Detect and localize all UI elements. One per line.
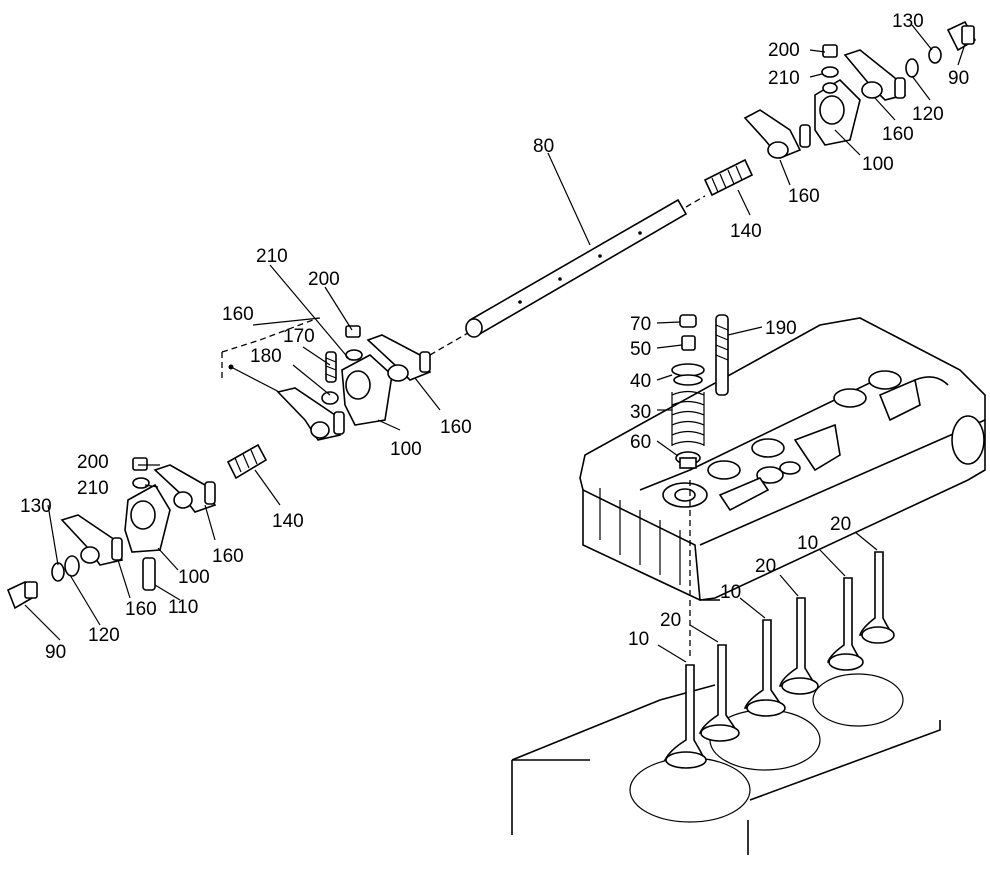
label-10: 10 — [628, 629, 649, 650]
rocker-spring-right — [703, 158, 754, 197]
label-160: 160 — [788, 186, 820, 207]
label-110: 110 — [168, 597, 198, 618]
rocker-group-middle — [221, 317, 432, 441]
valve-2 — [698, 644, 740, 742]
rocker-group-upper-right — [743, 20, 977, 159]
valve-5 — [826, 577, 864, 671]
label-60: 60 — [630, 432, 651, 453]
label-160: 160 — [882, 124, 914, 145]
label-50: 50 — [630, 339, 651, 360]
label-160: 160 — [222, 304, 254, 325]
label-20: 20 — [830, 514, 851, 535]
label-180: 180 — [250, 346, 282, 367]
label-160: 160 — [125, 599, 157, 620]
label-210: 210 — [77, 478, 109, 499]
rocker-group-lower-left — [6, 457, 217, 610]
label-10: 10 — [720, 582, 741, 603]
label-200: 200 — [77, 452, 109, 473]
label-90: 90 — [45, 642, 66, 663]
leader-lines — [24, 24, 966, 663]
label-210: 210 — [768, 68, 800, 89]
part-labels: 80 210 200 160 170 180 160 100 140 200 2… — [20, 11, 969, 663]
label-130: 130 — [20, 496, 52, 517]
label-20: 20 — [660, 610, 681, 631]
cylinder-head — [579, 317, 986, 601]
label-160: 160 — [440, 417, 472, 438]
label-70: 70 — [630, 314, 651, 335]
label-100: 100 — [862, 154, 894, 175]
label-20: 20 — [755, 556, 776, 577]
label-90: 90 — [948, 68, 969, 89]
label-100: 100 — [390, 439, 422, 460]
label-160: 160 — [212, 546, 244, 567]
valve-4 — [778, 597, 819, 695]
rocker-shaft — [429, 195, 706, 356]
valves — [663, 480, 895, 769]
label-10: 10 — [797, 533, 818, 554]
valve-3 — [743, 619, 786, 717]
label-140: 140 — [272, 511, 304, 532]
label-200: 200 — [768, 40, 800, 61]
label-80: 80 — [533, 136, 554, 157]
label-140: 140 — [730, 221, 762, 242]
label-120: 120 — [912, 104, 944, 125]
rocker-spring-left — [226, 443, 268, 480]
label-30: 30 — [630, 402, 651, 423]
valve-1 — [663, 480, 707, 769]
label-200: 200 — [308, 269, 340, 290]
label-210: 210 — [256, 246, 288, 267]
label-190: 190 — [765, 318, 797, 339]
label-130: 130 — [892, 11, 924, 32]
label-120: 120 — [88, 625, 120, 646]
label-40: 40 — [630, 371, 651, 392]
valve-spring-assembly — [671, 314, 729, 469]
label-170: 170 — [283, 326, 315, 347]
valve-6 — [858, 551, 895, 644]
label-100: 100 — [178, 567, 210, 588]
